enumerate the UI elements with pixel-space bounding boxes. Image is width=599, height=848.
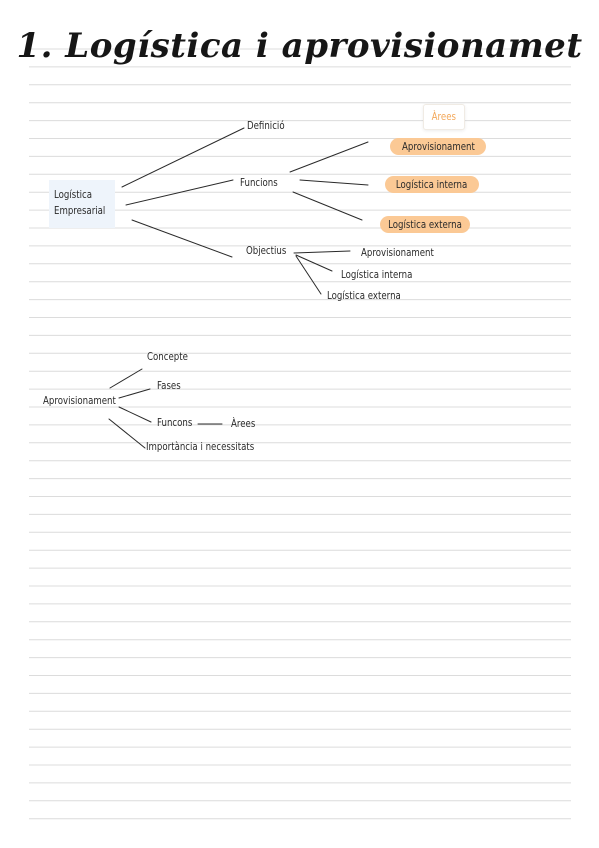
link-aprov-fases xyxy=(118,388,151,399)
link-root-objectius xyxy=(131,219,233,258)
highlight-logistica-interna: Logística interna xyxy=(385,176,479,193)
root-label-line1: Logística xyxy=(54,189,93,201)
link-objectius-aprov xyxy=(293,250,351,254)
funcions-child-aprovisionament: Aprovisionament xyxy=(401,140,475,153)
link-aprov-funcons xyxy=(118,406,152,423)
link-funcions-externa xyxy=(292,191,363,221)
link-objectius-externa xyxy=(295,255,322,295)
node-funcons: Funcons xyxy=(157,417,193,429)
link-objectius-interna xyxy=(295,254,333,272)
root-node-aprovisionament: Aprovisionament xyxy=(43,395,116,407)
funcions-child-logistica-externa: Logística externa xyxy=(388,218,462,231)
link-root-funcions xyxy=(125,179,234,206)
node-arees: Àrees xyxy=(231,418,256,430)
node-importancia: Importància i necessitats xyxy=(146,441,255,453)
highlight-logistica-externa: Logística externa xyxy=(380,216,470,233)
link-aprov-concepte xyxy=(109,368,143,389)
objectius-child-logistica-externa: Logística externa xyxy=(327,290,401,302)
arees-tag: Àrees xyxy=(423,104,465,130)
objectius-child-logistica-interna: Logística interna xyxy=(341,269,413,281)
link-funcions-interna xyxy=(299,179,369,186)
link-funcions-aprov xyxy=(289,141,369,173)
page-title: 1. Logística i aprovisionamet xyxy=(16,26,583,66)
node-funcions: Funcions xyxy=(240,177,278,189)
objectius-child-aprovisionament: Aprovisionament xyxy=(361,247,434,259)
node-objectius: Objectius xyxy=(246,245,287,257)
node-definicio: Definició xyxy=(247,120,285,132)
arees-tag-label: Àrees xyxy=(431,111,457,123)
node-concepte: Concepte xyxy=(147,351,188,363)
root-node-logistica-empresarial: Logística Empresarial xyxy=(49,180,115,228)
link-root-definicio xyxy=(121,127,245,188)
root-label-line2: Empresarial xyxy=(54,205,106,217)
link-aprov-importancia xyxy=(108,418,146,449)
node-fases: Fases xyxy=(157,380,181,392)
funcions-child-logistica-interna: Logística interna xyxy=(396,178,468,191)
highlight-aprovisionament: Aprovisionament xyxy=(390,138,486,155)
